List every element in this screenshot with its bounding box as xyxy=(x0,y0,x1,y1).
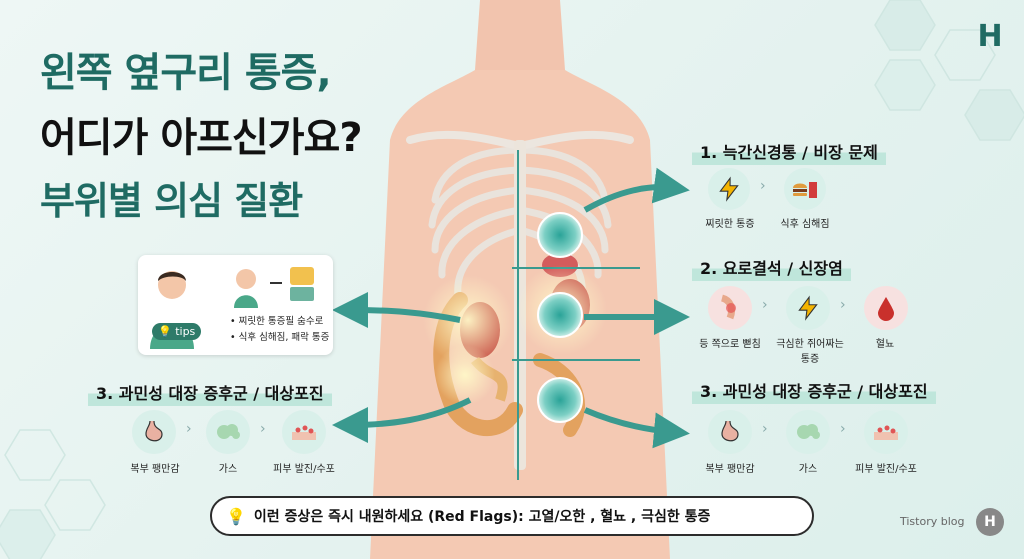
section-3-right-header: 3. 과민성 대장 증후군 / 대상포진 xyxy=(692,376,936,404)
title-line-3: 부위별 의심 질환 xyxy=(40,179,303,223)
skin-rash-icon xyxy=(864,410,908,454)
blog-label: Tistory blog xyxy=(900,515,965,528)
tips-card: 💡 tips • 찌릿한 통증필 숨수로 • 식후 심해짐, 패락 통증 xyxy=(138,255,333,355)
back-pain-icon xyxy=(708,286,752,330)
brand-logo: H xyxy=(977,18,1003,54)
section-3-left-label-2: 가스 xyxy=(218,464,238,475)
blood-drop-icon xyxy=(864,286,908,330)
section-3-left-label-3: 피부 발진/수포 xyxy=(273,464,335,475)
chevron-right-icon: › xyxy=(762,297,768,313)
section-2-label-1: 등 쪽으로 뻗침 xyxy=(699,339,761,350)
tips-line-2: • 식후 심해짐, 패락 통증 xyxy=(230,332,330,343)
tips-badge-label: tips xyxy=(175,325,196,338)
tips-line-1: • 찌릿한 통증필 숨수로 xyxy=(230,316,324,327)
chevron-right-icon: › xyxy=(186,421,192,437)
red-flags-text: 이런 증상은 즉시 내원하세요 (Red Flags): 고열/오한 , 혈뇨 … xyxy=(253,509,711,525)
section-3-right-label-2: 가스 xyxy=(798,464,818,475)
gas-icon xyxy=(206,410,250,454)
section-3-right-label-1: 복부 팽만감 xyxy=(705,464,755,475)
lightbulb-icon: 💡 xyxy=(226,506,246,526)
section-1-label-2: 식후 심해짐 xyxy=(780,219,830,230)
stomach-icon xyxy=(708,410,752,454)
section-1-label-1: 찌릿한 통증 xyxy=(705,219,755,230)
title-line-2: 어디가 아프신가요? xyxy=(40,115,363,161)
chevron-right-icon: › xyxy=(840,421,846,437)
section-3-left-label-1: 복부 팽만감 xyxy=(130,464,180,475)
blog-logo[interactable]: H xyxy=(976,508,1004,536)
gas-icon xyxy=(786,410,830,454)
hexagon-decoration-top xyxy=(874,0,1024,141)
section-1-header: 1. 늑간신경통 / 비장 문제 xyxy=(692,137,886,165)
section-2-label-3: 혈뇨 xyxy=(875,339,895,350)
title-line-1: 왼쪽 옆구리 통증, xyxy=(40,50,332,96)
chevron-right-icon: › xyxy=(762,421,768,437)
hexagon-decoration-bottom xyxy=(0,429,106,559)
burger-drink-icon xyxy=(784,168,826,210)
chevron-right-icon: › xyxy=(840,297,846,313)
lightning-icon xyxy=(786,286,830,330)
tips-badge: 💡 tips xyxy=(152,323,202,340)
lightning-icon xyxy=(708,168,750,210)
torso-illustration xyxy=(370,0,670,559)
chevron-right-icon: › xyxy=(260,421,266,437)
person-eating-icon xyxy=(230,263,326,308)
chevron-right-icon: › xyxy=(760,178,766,194)
red-flags-banner: 💡 이런 증상은 즉시 내원하세요 (Red Flags): 고열/오한 , 혈… xyxy=(210,496,814,536)
section-3-left-header: 3. 과민성 대장 증후군 / 대상포진 xyxy=(88,378,332,406)
section-3-right-label-3: 피부 발진/수포 xyxy=(855,464,917,475)
skin-rash-icon xyxy=(282,410,326,454)
stomach-icon xyxy=(132,410,176,454)
section-2-header: 2. 요로결석 / 신장염 xyxy=(692,253,851,281)
lightbulb-icon: 💡 xyxy=(158,325,172,338)
section-2-label-2: 극심한 쥐어짜는 통증 xyxy=(776,339,844,365)
